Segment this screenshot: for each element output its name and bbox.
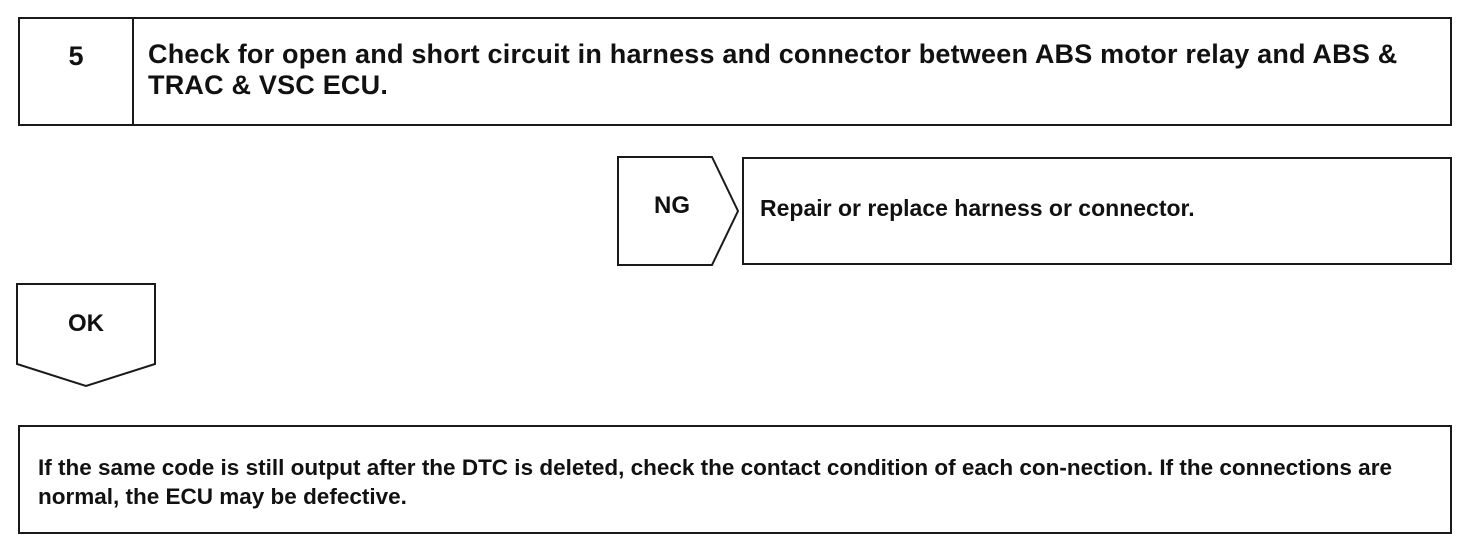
ok-arrow-shape: [16, 283, 156, 388]
result-text: If the same code is still output after t…: [38, 455, 1392, 509]
step-number: 5: [20, 19, 134, 124]
ng-action-text: Repair or replace harness or connector.: [760, 195, 1195, 221]
step-title: Check for open and short circuit in harn…: [148, 39, 1398, 100]
ok-label: OK: [68, 310, 104, 337]
ng-action-box: Repair or replace harness or connector.: [742, 157, 1452, 265]
ng-label: NG: [654, 192, 690, 219]
ng-arrow-shape: [617, 156, 740, 266]
result-box: If the same code is still output after t…: [18, 425, 1452, 534]
step-box: 5 Check for open and short circuit in ha…: [18, 17, 1452, 126]
